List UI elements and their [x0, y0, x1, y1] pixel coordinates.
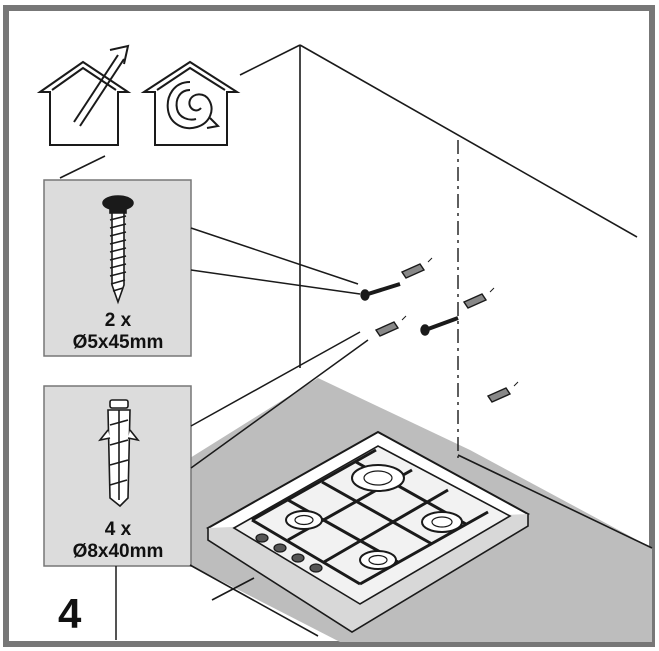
control-knob: [309, 563, 323, 573]
wall-fasteners: [360, 257, 519, 403]
control-knob: [273, 543, 287, 553]
screw-icon: [102, 195, 134, 305]
plug-quantity: 4 x: [105, 519, 132, 540]
wall-screw: [420, 316, 459, 336]
control-knob: [291, 553, 305, 563]
wall-plug-icon: [98, 399, 140, 508]
plug-spec: Ø8x40mm: [73, 541, 164, 562]
cabinet-edge-lines: [189, 564, 319, 637]
control-knob: [255, 533, 269, 543]
screw-quantity: 2 x: [105, 310, 132, 331]
step-number: 4: [58, 590, 82, 637]
house-recirculation-icon: [140, 60, 241, 146]
wall-plug: [374, 315, 407, 337]
wall-plug: [486, 381, 519, 403]
screw-spec: Ø5x45mm: [73, 332, 164, 353]
wall-plug: [462, 287, 495, 309]
wall-screw: [360, 282, 401, 301]
wall-plug: [400, 257, 433, 279]
house-extraction-icon: [36, 44, 132, 146]
callout-leader-lines: [115, 227, 369, 640]
gas-hob: [206, 430, 531, 633]
wall-lines: [59, 44, 653, 549]
